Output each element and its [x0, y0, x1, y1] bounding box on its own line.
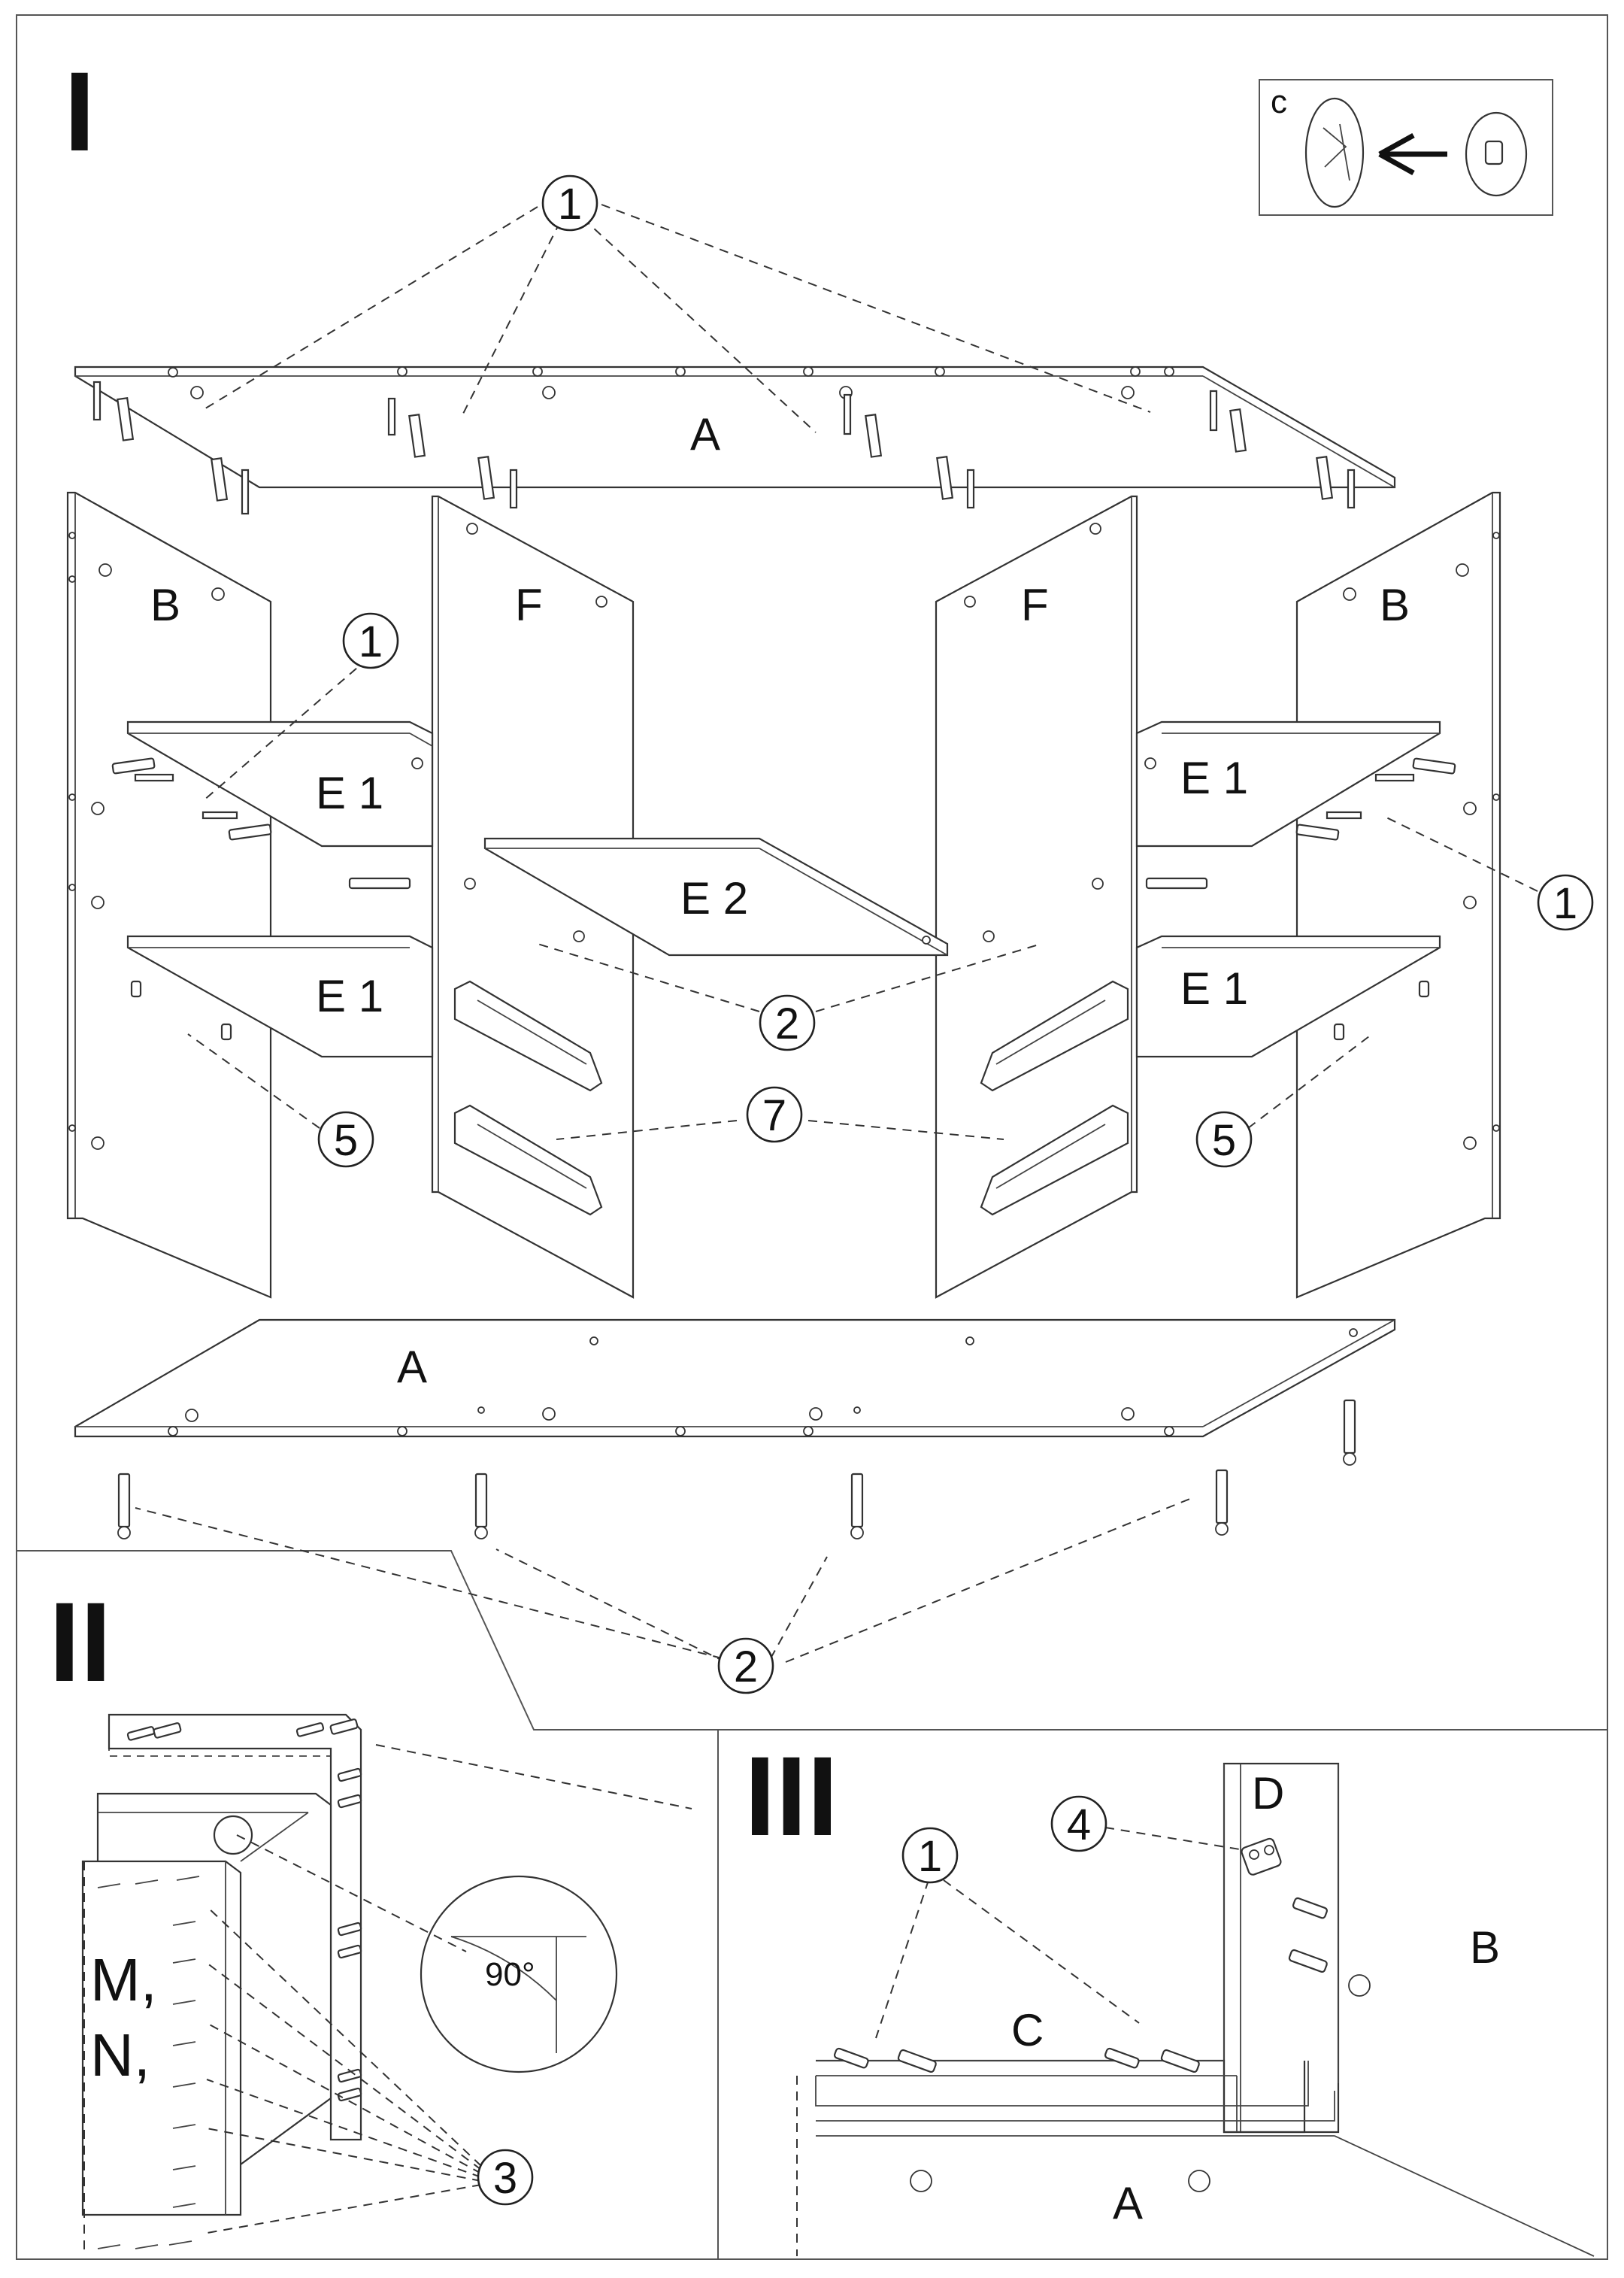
insert-arrow-icon — [1378, 132, 1447, 176]
shelf-upper-left: E 1 — [126, 720, 434, 848]
callout-1-step3-number: 1 — [918, 1832, 942, 1881]
drawer-runners-left — [453, 980, 603, 1216]
callout-7: 7 — [746, 1086, 803, 1143]
callout-1-step3: 1 — [901, 1827, 959, 1884]
step3-drawing: D B C A 1 4 — [796, 1762, 1595, 2257]
step-divider-top — [17, 1550, 1607, 1730]
shelf-lower-left-label: E 1 — [316, 971, 383, 1021]
top-board-label: A — [690, 409, 720, 460]
drawer-runners-right — [980, 980, 1129, 1216]
cam-lock-body-icon — [1304, 97, 1365, 208]
callout-5-right: 5 — [1195, 1111, 1253, 1168]
step3-side-label: B — [1470, 1922, 1500, 1973]
right-divider-panel: F — [935, 495, 1138, 1299]
shelf-upper-right: E 1 — [1135, 720, 1441, 848]
callout-5-left: 5 — [317, 1111, 374, 1168]
callout-1-left-number: 1 — [359, 617, 383, 666]
left-side-panel: B — [66, 491, 272, 1299]
angle-detail: 90° — [420, 1875, 618, 2073]
shelf-upper-left-label: E 1 — [316, 768, 383, 818]
right-divider-label: F — [1021, 580, 1049, 630]
cam-arrows-icon — [1323, 123, 1350, 181]
fitting-code-m: M, — [90, 1946, 157, 2013]
callout-2-middle-number: 2 — [775, 999, 799, 1048]
callout-2-middle: 2 — [759, 994, 816, 1051]
shelf-middle: E 2 — [483, 837, 949, 957]
dowel-and-bolt-set-top — [92, 381, 1356, 515]
callout-5-left-number: 5 — [334, 1116, 358, 1165]
callout-7-number: 7 — [762, 1091, 786, 1140]
right-side-label: B — [1380, 580, 1410, 630]
nails-icon — [97, 1876, 200, 2249]
callout-1-right-number: 1 — [1553, 879, 1577, 928]
step3-door-label: D — [1252, 1768, 1284, 1818]
page-border — [16, 14, 1608, 2260]
callout-1-top: 1 — [541, 174, 598, 232]
right-side-panel: B — [1295, 491, 1501, 1299]
shelf-lower-right: E 1 — [1135, 935, 1441, 1058]
callout-2-bottom: 2 — [717, 1637, 774, 1694]
cam-cap-stud-icon — [1484, 140, 1504, 165]
leader-lines-step1 — [135, 204, 1538, 1663]
shelf-middle-label: E 2 — [680, 873, 748, 924]
step3-shelf-label: C — [1011, 2005, 1044, 2055]
shelf-lower-right-label: E 1 — [1180, 963, 1248, 1014]
step2-drawing: 90° M, N, 3 — [81, 1713, 692, 2256]
shelf-lower-left: E 1 — [126, 935, 434, 1058]
bottom-board-label: A — [397, 1342, 427, 1392]
inset-label: c — [1271, 83, 1287, 120]
top-board: A — [74, 366, 1396, 489]
callout-3-number: 3 — [493, 2154, 517, 2203]
callout-1-right: 1 — [1537, 874, 1594, 931]
hinge-icon — [1241, 1837, 1282, 1876]
fitting-code-n: N, — [90, 2022, 150, 2088]
left-divider-label: F — [515, 580, 543, 630]
callout-2-bottom-number: 2 — [734, 1643, 758, 1691]
callout-4: 4 — [1050, 1795, 1107, 1852]
screw-set-bottom — [117, 1399, 1356, 1539]
dowels-step2-icon — [126, 1718, 362, 2102]
left-side-label: B — [150, 580, 180, 630]
callout-1-top-number: 1 — [558, 180, 582, 229]
callout-3: 3 — [477, 2149, 534, 2206]
callout-1-left: 1 — [342, 612, 399, 669]
bottom-board: A — [74, 1318, 1396, 1438]
shelf-fittings — [111, 757, 1456, 1041]
step-number-1: I — [64, 48, 95, 174]
step3-board-label: A — [1113, 2178, 1143, 2228]
callout-5-right-number: 5 — [1212, 1116, 1236, 1165]
left-divider-panel: F — [431, 495, 635, 1299]
step-number-3: III — [744, 1733, 838, 1859]
callout-4-number: 4 — [1067, 1800, 1091, 1849]
step-number-2: II — [49, 1579, 111, 1705]
inset-frame — [1259, 79, 1553, 216]
inset-cam-lock: c — [1259, 79, 1553, 216]
angle-label: 90° — [485, 1956, 535, 1993]
shelf-upper-right-label: E 1 — [1180, 753, 1248, 803]
